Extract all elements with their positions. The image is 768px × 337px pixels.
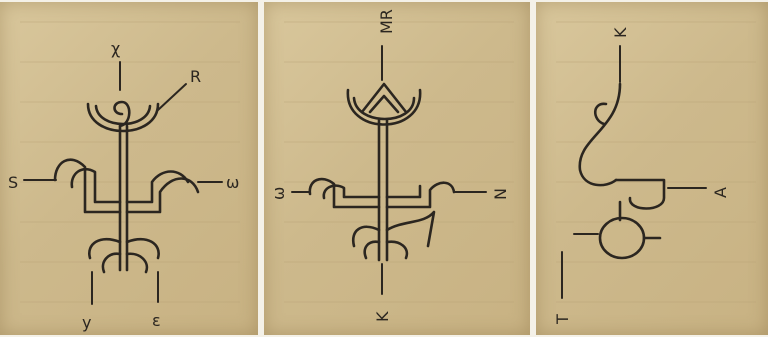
- glyph-diagram-3: K A T: [553, 21, 756, 325]
- leader-upper-right: [157, 83, 187, 111]
- arm-left-outer: [308, 177, 381, 209]
- label-bottom-right: ε: [152, 311, 161, 330]
- curl-lower-right: [385, 210, 436, 248]
- arm-right-inner: [385, 184, 422, 199]
- head-coil: [113, 100, 131, 128]
- label-bottom: T: [553, 314, 572, 325]
- curl-lower-left: [88, 237, 122, 260]
- label-top: K: [611, 27, 630, 38]
- arm-right-outer: [125, 177, 200, 214]
- label-left: ω: [269, 187, 288, 200]
- hook-upper: [578, 82, 622, 187]
- bleed-through-texture: [556, 21, 756, 303]
- glyph-diagram-2: MR ω N K: [269, 9, 514, 322]
- arm-left-outer: [53, 158, 122, 214]
- middle-loop: [614, 178, 666, 210]
- arm-right-inner: [125, 170, 190, 204]
- label-left: S: [8, 173, 18, 192]
- curl-lower-right: [125, 237, 160, 260]
- label-right: ω: [226, 173, 239, 192]
- label-top: χ: [111, 39, 120, 58]
- foot-left: [363, 240, 381, 260]
- head-chevron: [360, 82, 408, 114]
- label-upper-right: R: [190, 67, 201, 86]
- bleed-through-texture: [20, 21, 240, 303]
- glyph-panel-2: MR ω N K: [264, 2, 530, 335]
- label-right: N: [491, 188, 510, 200]
- label-bottom-left: y: [82, 313, 91, 332]
- label-right: A: [711, 187, 730, 198]
- curl-lower-left: [351, 225, 381, 248]
- glyph-panel-3: K A T: [536, 2, 768, 335]
- foot-right: [385, 240, 409, 260]
- base-circle: [598, 216, 646, 260]
- hook-eye: [593, 102, 608, 126]
- head-crescent-outer: [86, 102, 160, 133]
- arm-left-inner: [70, 167, 122, 204]
- head-crescent-inner: [352, 96, 416, 121]
- glyph-panel-1: χ R S ω: [0, 2, 258, 335]
- head-crescent-inner: [94, 104, 152, 126]
- glyph-diagram-1: χ R S ω: [8, 21, 240, 332]
- bleed-through-texture: [284, 21, 514, 303]
- head-crescent-outer: [346, 88, 422, 126]
- arm-right-outer: [385, 181, 456, 209]
- arm-left-inner: [322, 184, 381, 200]
- label-top: MR: [377, 9, 396, 34]
- foot-right: [125, 252, 149, 274]
- label-bottom: K: [373, 311, 392, 322]
- foot-left: [101, 252, 122, 274]
- head-chevron-inner: [368, 94, 400, 114]
